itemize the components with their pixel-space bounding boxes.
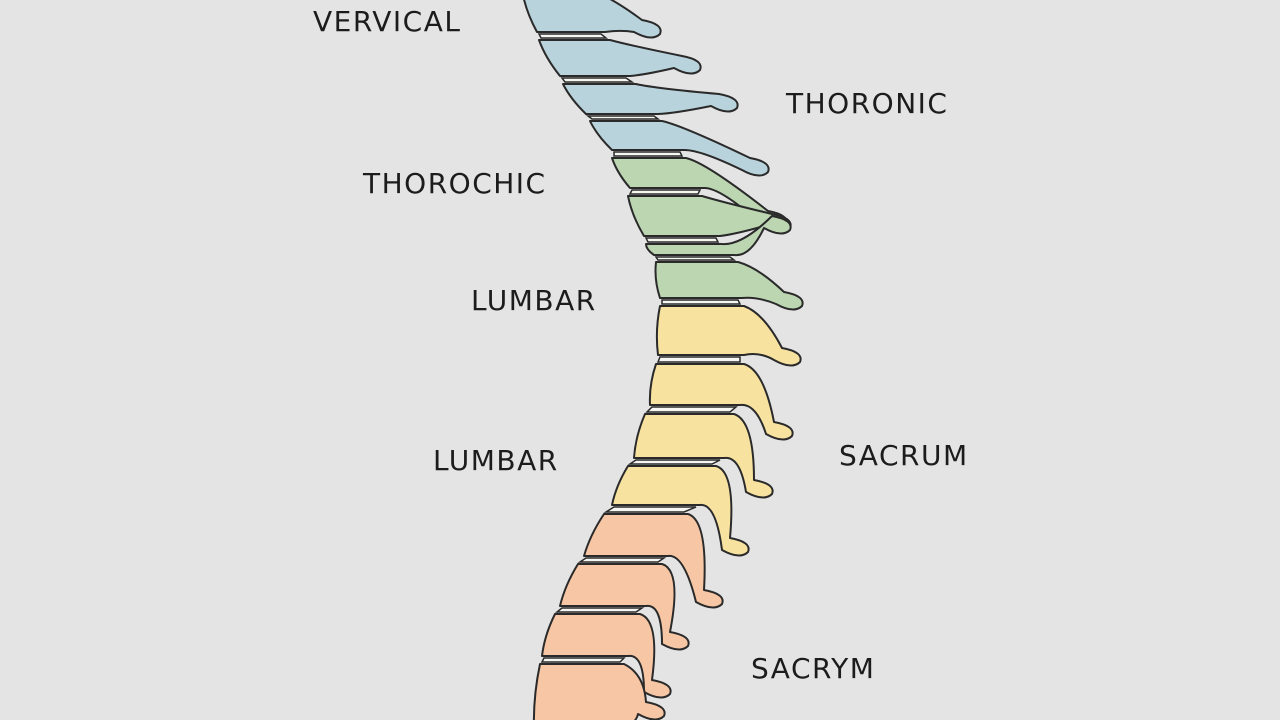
vertebra-13 [583,513,724,609]
intervertebral-disc-10 [645,406,739,413]
intervertebral-disc-5 [628,189,702,195]
vertebra-1 [523,0,662,39]
vertebra-8 [654,261,804,311]
intervertebral-disc-12 [603,506,697,513]
intervertebral-disc-15 [540,657,626,663]
label-lumbar-upper: LUMBAR [471,284,597,317]
vertebra-7 [645,215,792,257]
vertebra-3 [562,83,739,115]
vertebra-9 [655,305,802,367]
intervertebral-disc-8 [661,299,742,305]
intervertebral-disc-9 [656,356,741,363]
intervertebral-disc-3 [585,115,661,120]
label-vervical: VERVICAL [313,5,462,38]
label-sacrym: SACRYM [751,652,876,685]
intervertebral-disc-1 [537,33,609,39]
label-thoronic: THORONIC [786,87,949,120]
intervertebral-disc-4 [613,151,684,157]
vertebra-2 [538,39,702,77]
intervertebral-disc-13 [577,557,667,563]
intervertebral-disc-14 [554,607,645,613]
intervertebral-disc-7 [654,256,737,261]
vertebra-15 [541,613,672,699]
intervertebral-disc-6 [644,237,720,243]
label-thorochic: THOROCHIC [363,167,547,200]
vertebra-10 [648,363,794,441]
vertebra-12 [611,465,750,557]
label-sacrum: SACRUM [839,439,969,472]
vertebrae-group [523,0,804,720]
vertebra-14 [559,563,690,651]
intervertebral-disc-11 [627,459,721,465]
vertebra-16 [532,663,666,720]
label-lumbar-lower: LUMBAR [433,444,559,477]
vertebra-11 [633,413,774,499]
intervertebral-disc-2 [560,77,635,83]
vertebra-4 [589,120,770,177]
